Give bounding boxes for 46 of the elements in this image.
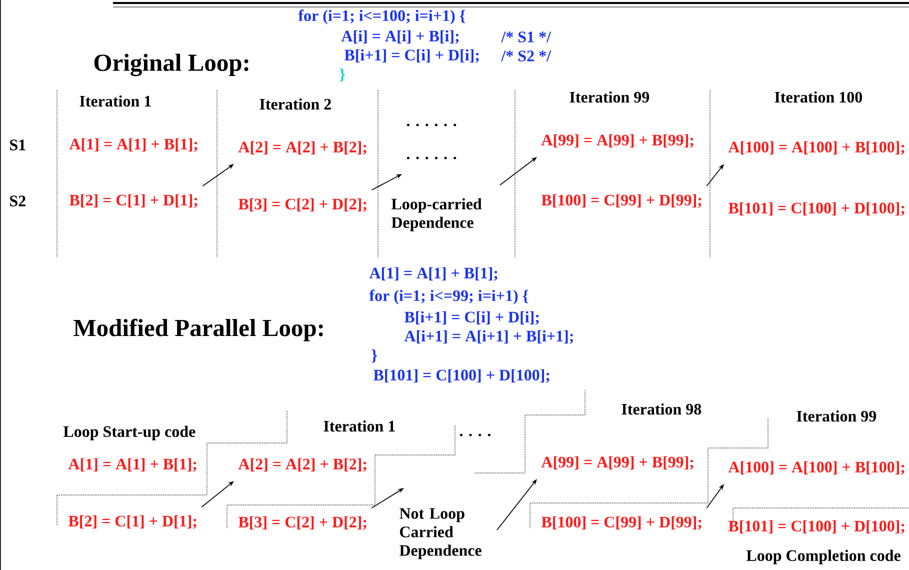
caption-text: Loop-carried Dependence xyxy=(391,198,482,232)
code-statement: A[1] = A[1] + B[1]; xyxy=(68,458,196,472)
caption-text: Iteration 98 xyxy=(622,403,702,415)
caption-text: S1 xyxy=(10,140,26,150)
heading: Modified Parallel Loop: xyxy=(74,318,323,342)
code-statement: B[101] = C[100] + D[100]; xyxy=(728,202,904,216)
ellipsis: . . . . xyxy=(460,434,490,436)
code-statement: A[2] = A[2] + B[2]; xyxy=(238,141,366,155)
code-line: B[i+1] = C[i] + D[i]; xyxy=(344,49,479,63)
code-statement: A[99] = A[99] + B[99]; xyxy=(541,134,694,148)
caption-text: Iteration 2 xyxy=(260,98,331,110)
code-line: for (i=1; i<=100; i=i+1) { xyxy=(298,10,466,24)
code-statement: B[3] = C[2] + D[2]; xyxy=(238,516,366,530)
caption-text: Iteration 100 xyxy=(774,91,862,103)
caption-text: Loop Start-up code xyxy=(63,426,196,440)
code-line: /* S2 */ xyxy=(501,50,552,62)
code-statement: A[1] = A[1] + B[1]; xyxy=(69,138,198,152)
code-statement: A[100] = A[100] + B[100]; xyxy=(728,461,904,475)
code-statement: B[100] = C[99] + D[99]; xyxy=(541,516,702,530)
code-statement: B[100] = C[99] + D[99]; xyxy=(541,194,702,208)
code-line: } xyxy=(372,349,377,363)
code-statement: B[2] = C[1] + D[1]; xyxy=(69,194,198,208)
code-line: A[1] = A[1] + B[1]; xyxy=(369,267,498,281)
code-statement: B[101] = C[100] + D[100]; xyxy=(728,520,904,534)
caption-text: Not Loop Carried Dependence xyxy=(400,508,482,560)
caption-text: Loop Completion code xyxy=(746,550,900,564)
caption-text: Iteration 1 xyxy=(80,95,151,107)
ellipsis: . . . . . . xyxy=(406,156,456,160)
code-statement: A[2] = A[2] + B[2]; xyxy=(238,458,366,472)
code-line: A[i+1] = A[i+1] + B[i+1]; xyxy=(404,330,573,344)
code-statement: B[2] = C[1] + D[1]; xyxy=(68,515,196,529)
heading: Original Loop: xyxy=(94,54,248,76)
ellipsis: . . . . . . xyxy=(406,124,456,126)
code-line: /* S1 */ xyxy=(501,32,552,42)
code-line: A[i] = A[i] + B[i]; xyxy=(341,30,459,44)
code-line: for (i=1; i<=99; i=i+1) { xyxy=(369,290,528,304)
code-line: B[101] = C[100] + D[100]; xyxy=(373,369,550,383)
code-statement: A[99] = A[99] + B[99]; xyxy=(541,456,694,470)
caption-text: S2 xyxy=(10,196,26,206)
caption-text: Iteration 99 xyxy=(796,410,876,422)
code-statement: B[3] = C[2] + D[2]; xyxy=(238,198,366,212)
code-line: B[i+1] = C[i] + D[i]; xyxy=(404,311,539,325)
code-line: } xyxy=(340,68,345,82)
caption-text: Iteration 99 xyxy=(570,91,650,103)
code-statement: A[100] = A[100] + B[100]; xyxy=(728,141,904,155)
caption-text: Iteration 1 xyxy=(324,420,395,432)
